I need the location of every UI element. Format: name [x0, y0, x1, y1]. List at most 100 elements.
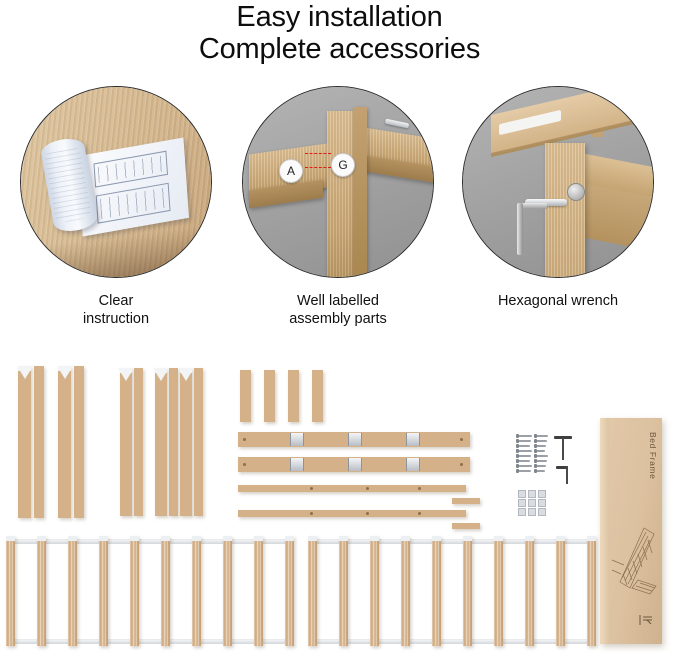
leg-notched: [153, 368, 169, 516]
hex-wrench-long-arm: [517, 203, 523, 255]
slat-top-cap: [254, 536, 263, 541]
slat-top-cap: [6, 536, 15, 541]
slat-top-cap: [223, 536, 232, 541]
rail-screw-hole: [243, 463, 246, 466]
bolt: [534, 449, 545, 453]
vertical-post-side: [353, 107, 367, 277]
rail-screw-hole: [460, 463, 463, 466]
center-rail-hole: [310, 512, 313, 515]
slat-top-cap: [99, 536, 108, 541]
t-wrench-handle: [554, 436, 572, 439]
leg-notched: [178, 368, 194, 516]
rail-bracket: [406, 458, 420, 471]
bolt: [516, 444, 530, 448]
slat: [130, 536, 139, 646]
washer: [528, 490, 536, 498]
rail-screw-hole: [460, 438, 463, 441]
leg-notch: [16, 366, 33, 379]
washer: [538, 490, 546, 498]
brand-logo-icon: [639, 615, 652, 625]
box-artwork-slat-frame: [611, 527, 657, 595]
tall-leg-plain: [74, 366, 84, 518]
slat: [587, 536, 596, 646]
slat-top-cap: [556, 536, 565, 541]
slat-top-cap: [370, 536, 379, 541]
alignment-line-upper: [305, 153, 331, 154]
short-post: [312, 370, 323, 422]
alignment-line-lower: [305, 167, 331, 168]
bolt: [516, 434, 532, 438]
rail-bracket: [406, 433, 420, 446]
slat-top-cap: [432, 536, 441, 541]
connector-block: [452, 523, 480, 529]
feature-caption: Hexagonal wrench: [458, 292, 658, 310]
slat: [494, 536, 503, 646]
center-rail: [238, 485, 466, 492]
rail-bracket: [290, 433, 304, 446]
slat-top-cap: [339, 536, 348, 541]
side-rail: [238, 432, 470, 447]
bolt-head-icon: [567, 183, 585, 201]
washer: [518, 499, 526, 507]
leg-notch: [153, 368, 169, 381]
slat: [99, 536, 108, 646]
washer: [528, 499, 536, 507]
product-box: Bed Frame: [600, 418, 662, 644]
slat: [339, 536, 348, 646]
rail-bracket: [290, 458, 304, 471]
tall-leg-notched: [56, 366, 73, 518]
slat: [68, 536, 77, 646]
bolt: [534, 459, 547, 463]
caption-line-1: Well labelled: [297, 293, 379, 309]
leg-notch: [178, 368, 194, 381]
slat: [463, 536, 472, 646]
washer: [518, 508, 526, 516]
slat: [556, 536, 565, 646]
parts-flatlay: [0, 352, 679, 537]
slat: [432, 536, 441, 646]
center-rail-hole: [418, 512, 421, 515]
slat-top-cap: [587, 536, 596, 541]
l-wrench-long-arm: [566, 466, 568, 484]
caption-line-2: assembly parts: [289, 311, 387, 327]
webbing-strap-bottom: [6, 639, 294, 644]
part-label-a: A: [279, 159, 303, 183]
slat: [223, 536, 232, 646]
feature-photo-instruction: [20, 86, 212, 278]
leg-plain: [194, 368, 203, 516]
slat-panel: [308, 536, 596, 648]
leg-notched: [118, 368, 134, 516]
l-wrench-short-arm: [556, 466, 568, 469]
bolt: [516, 464, 532, 468]
slat-top-cap: [525, 536, 534, 541]
bolt: [534, 464, 546, 468]
page-title: Easy installation Complete accessories: [0, 2, 679, 64]
webbing-strap-top: [6, 539, 294, 544]
slat: [6, 536, 15, 646]
bolt: [516, 439, 531, 443]
hex-wrench-short-arm: [517, 203, 547, 209]
center-rail-hole: [366, 487, 369, 490]
slat-top-cap: [130, 536, 139, 541]
slat: [401, 536, 410, 646]
webbing-strap-top: [308, 539, 596, 544]
slat: [370, 536, 379, 646]
feature-labelled-parts: A G Well labelled assembly parts: [238, 86, 438, 328]
center-rail-hole: [310, 487, 313, 490]
slat-top-cap: [37, 536, 46, 541]
rail-bracket: [348, 433, 362, 446]
bolt: [534, 444, 546, 448]
part-label-g: G: [331, 153, 355, 177]
slat-top-cap: [161, 536, 170, 541]
feature-photo-hex-wrench: [462, 86, 654, 278]
slat: [192, 536, 201, 646]
slat-top-cap: [285, 536, 294, 541]
bolt: [534, 439, 547, 443]
hardware-group: [516, 432, 580, 516]
inserted-screw: [525, 199, 567, 206]
washer: [528, 508, 536, 516]
feature-caption: Well labelled assembly parts: [238, 292, 438, 328]
slat-top-cap: [192, 536, 201, 541]
slat-top-cap: [68, 536, 77, 541]
caption-line-2: instruction: [82, 311, 150, 327]
